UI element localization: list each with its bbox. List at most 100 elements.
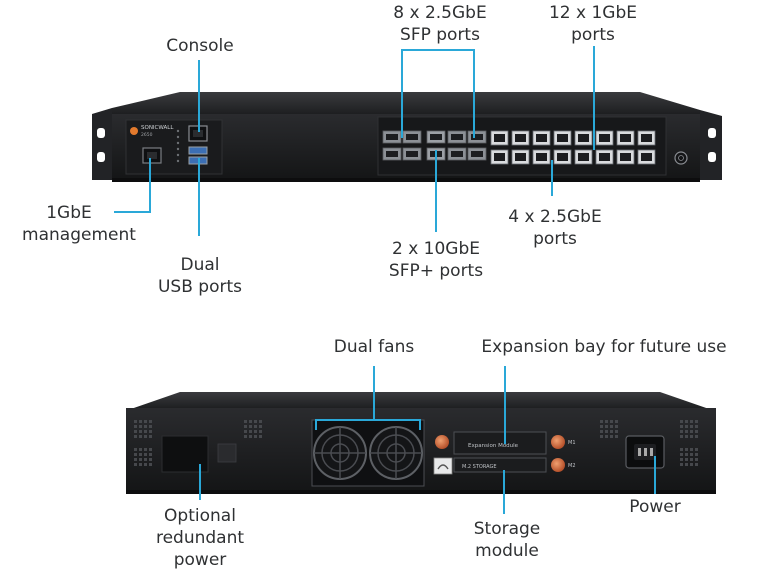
vent-hole [259,420,262,423]
label-usb-line2: USB ports [157,277,242,297]
vent-hole [254,420,257,423]
vent-hole [685,430,688,433]
vent-hole [600,425,603,428]
vent-hole [685,453,688,456]
device-model: 2650 [141,132,153,138]
vent-hole [605,420,608,423]
vent-hole [144,458,147,461]
vent-hole [685,448,688,451]
front-appliance: SONICWALL 2650 [92,92,722,182]
label-power: Power [612,496,698,518]
vent-hole [139,435,142,438]
vent-hole [254,430,257,433]
vent-hole [605,425,608,428]
vent-hole [244,425,247,428]
vent-hole [695,448,698,451]
label-storage-line2: module [475,541,539,561]
vent-hole [149,430,152,433]
vent-hole [244,435,247,438]
vent-hole [685,463,688,466]
vent-hole [149,458,152,461]
vent-hole [144,463,147,466]
psu-blank-bay [161,435,209,473]
vent-hole [605,430,608,433]
vent-hole [254,425,257,428]
vent-hole [690,453,693,456]
rj45-port-socket [536,134,547,142]
label-25gbe-line2: ports [533,229,577,249]
label-sfp-25-line1: 8 x 2.5GbE [393,3,487,23]
vent-hole [134,435,137,438]
label-expansion-bay-text: Expansion bay for future use [481,337,727,357]
vent-hole [695,425,698,428]
device-brand: SONICWALL [141,125,174,131]
vent-hole [680,463,683,466]
storage-m2-label: M2 [568,463,576,469]
vent-hole [244,430,247,433]
rj45-port-grid [490,130,656,165]
vent-hole [610,425,613,428]
rj45-port-socket [515,134,526,142]
rj45-port-socket [515,153,526,161]
label-redundant-power: Optional redundant power [140,505,260,571]
rj45-port-socket [494,153,505,161]
vent-hole [600,435,603,438]
rear-vents [134,420,698,466]
vent-hole [680,430,683,433]
label-storage-line1: Storage [473,519,541,539]
vent-hole [685,420,688,423]
vent-hole [249,425,252,428]
label-sfp-plus-line1: 2 x 10GbE [391,239,481,259]
rj45-port-socket [620,153,631,161]
vent-hole [139,453,142,456]
vent-hole [259,425,262,428]
rj45-port-socket [599,134,610,142]
rj45-port-socket [536,153,547,161]
vent-hole [149,448,152,451]
dual-fans [311,419,425,487]
vent-hole [144,448,147,451]
vent-hole [690,448,693,451]
vent-hole [144,430,147,433]
vent-hole [600,430,603,433]
vent-hole [259,430,262,433]
vent-hole [680,458,683,461]
expansion-module-text: Expansion Module [468,443,519,449]
vent-hole [134,430,137,433]
vent-hole [149,453,152,456]
vent-hole [685,435,688,438]
storage-module-bay: M.2 STORAGE M2 [433,457,576,475]
label-console-text: Console [166,36,234,56]
vent-hole [144,453,147,456]
label-expansion-bay: Expansion bay for future use [462,336,746,358]
vent-hole [139,448,142,451]
vent-hole [134,420,137,423]
sonicwall-logo-icon [130,127,138,135]
rj45-port-socket [620,134,631,142]
vent-hole [685,425,688,428]
label-psu-line1: Optional [164,506,236,526]
label-psu-line2: redundant [155,528,245,548]
vent-hole [139,420,142,423]
vent-hole [134,448,137,451]
vent-hole [249,420,252,423]
vent-hole [144,420,147,423]
rj45-port-socket [599,153,610,161]
left-rack-ear [92,108,112,180]
label-console: Console [150,35,250,57]
front-chassis-top [112,92,700,116]
vent-hole [249,430,252,433]
label-storage-module: Storage module [452,518,562,562]
rear-chassis-top [128,392,712,410]
label-dual-fans-text: Dual fans [333,337,415,357]
vent-hole [680,453,683,456]
label-25gbe-ports: 4 x 2.5GbE ports [490,206,620,250]
rear-callout-lines [199,366,656,514]
vent-hole [134,458,137,461]
vent-hole [139,425,142,428]
vent-hole [139,458,142,461]
vent-hole [254,435,257,438]
rj45-port-socket [557,153,568,161]
vent-hole [615,430,618,433]
vent-hole [615,420,618,423]
